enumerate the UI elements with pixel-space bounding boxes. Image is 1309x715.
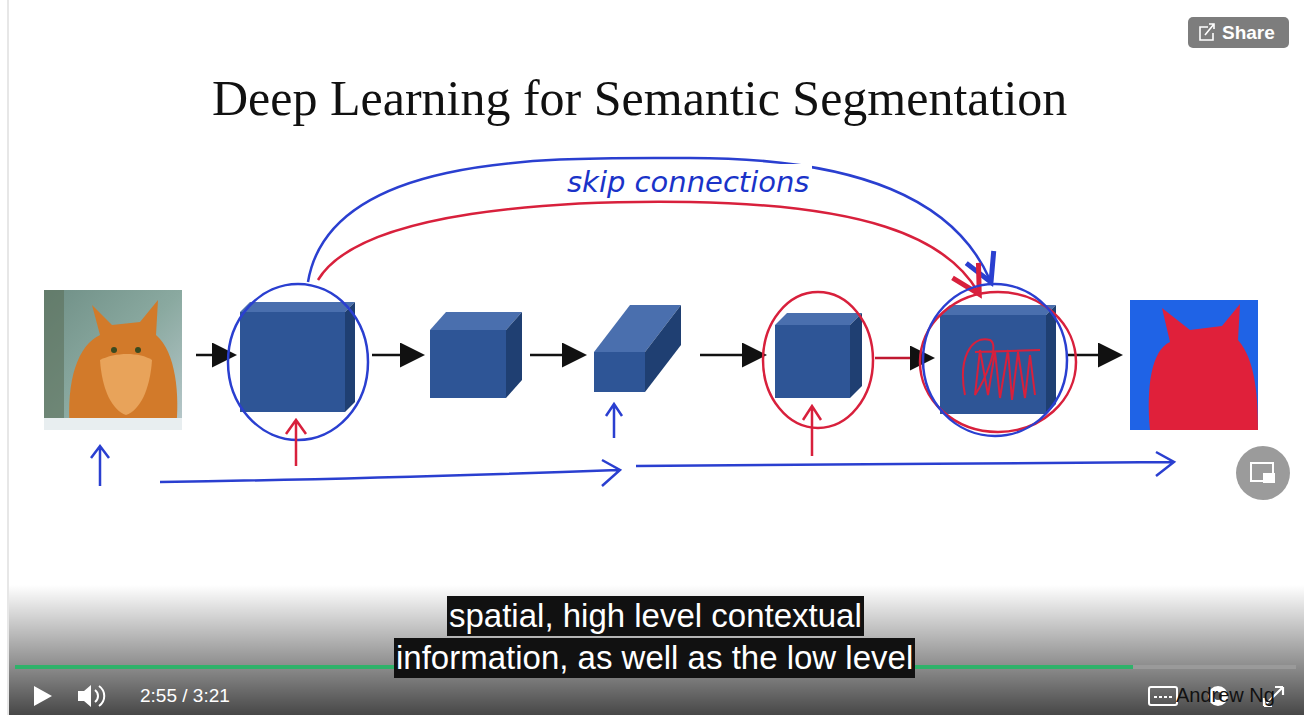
time-display: 2:55 / 3:21 [140,685,230,707]
feature-volume [240,302,355,412]
share-icon [1200,24,1214,40]
feature-volume [940,305,1056,414]
skip-connection [318,202,978,292]
control-gradient [9,585,1304,715]
feature-volume [594,305,681,392]
skip-connection [308,158,990,282]
feature-volume [775,313,862,398]
share-button [1188,17,1289,48]
pip-icon [1263,473,1275,483]
segmentation-mask [1130,300,1258,430]
pointer-arrows [91,404,1174,486]
watermark: Andrew Ng [1176,683,1275,707]
highlight-circle [923,284,1067,436]
cat-photo [44,290,182,430]
frame-edge [8,0,9,715]
subtitle-line: spatial, high level contextual [447,596,864,636]
highlight-circle [763,292,873,428]
volume-icon [78,685,104,707]
handwritten-label: skip connections [564,164,812,200]
slide-title: Deep Learning for Semantic Segmentation [212,68,1067,128]
subtitle-line: information, as well as the low level [394,638,915,678]
scribble [963,339,1040,400]
feature-volume [430,312,522,398]
highlight-circle [228,284,368,440]
cc-icon [1149,687,1177,705]
share-label: Share [1222,20,1275,45]
play-icon [34,686,52,706]
pip-button [1236,446,1290,500]
